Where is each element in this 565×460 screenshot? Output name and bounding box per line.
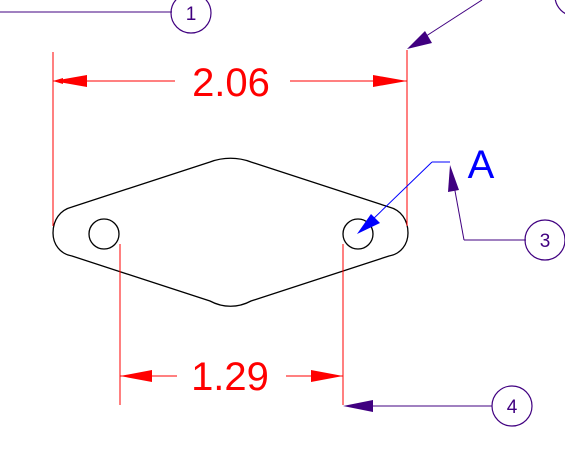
- balloon-3-arrowhead: [448, 165, 459, 192]
- balloon-3: 3: [448, 165, 565, 261]
- label-a-callout: A: [357, 143, 495, 234]
- balloon-2-arrowhead: [407, 31, 432, 49]
- balloon-1: 1: [0, 0, 212, 34]
- balloon-4: 4: [343, 385, 533, 427]
- overall-width-dimension: 2.06: [52, 50, 408, 226]
- arrowhead-right: [373, 75, 407, 87]
- arrowhead-left: [53, 75, 87, 87]
- balloon-4-number: 4: [507, 397, 518, 418]
- balloon-1-number: 1: [186, 4, 197, 25]
- overall-width-value: 2.06: [192, 61, 270, 105]
- balloon-4-circle: [491, 385, 533, 427]
- right-hole: [342, 218, 374, 250]
- label-a-arrowhead: [357, 214, 380, 234]
- left-hole: [88, 218, 120, 250]
- balloon-4-arrowhead: [343, 400, 373, 412]
- balloon-2-partial: [407, 0, 565, 49]
- balloon-3-circle: [524, 219, 565, 261]
- balloon-1-circle: [170, 0, 212, 34]
- hole-spacing-dimension: 1.29: [119, 244, 344, 405]
- hole-spacing-value: 1.29: [191, 355, 269, 399]
- balloon-3-number: 3: [540, 231, 551, 252]
- label-a: A: [468, 143, 495, 187]
- part-outline: [52, 157, 409, 307]
- arrowhead-right: [311, 370, 343, 382]
- label-a-leader-diagonal: [369, 161, 433, 223]
- balloon-2-leader: [419, 0, 483, 41]
- balloon-2-circle: [554, 0, 565, 15]
- arrowhead-left: [120, 370, 152, 382]
